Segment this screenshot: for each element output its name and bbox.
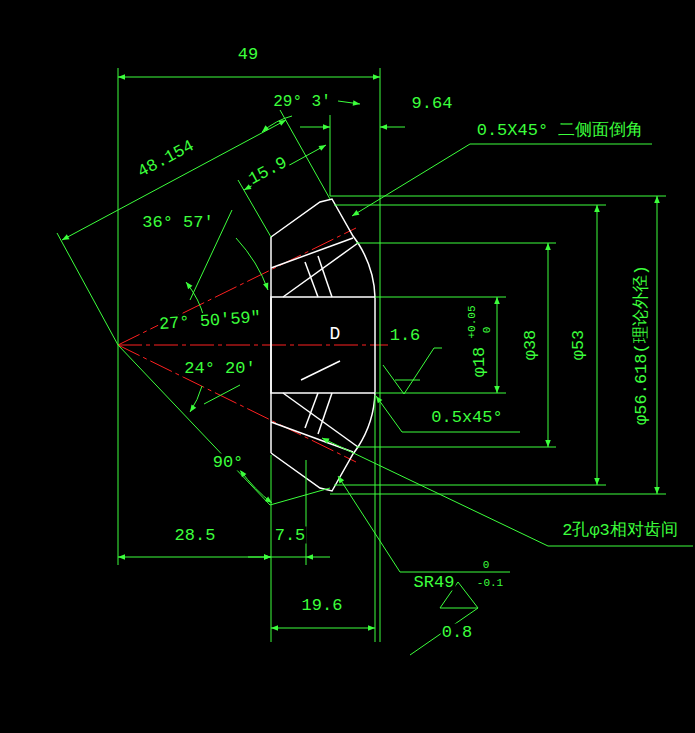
dimension-label: 24° 20′ — [183, 360, 256, 377]
dimension-label: 0 — [482, 326, 493, 335]
dimension-label: φ18 — [471, 346, 488, 379]
dimension-label: 19.6 — [301, 597, 344, 614]
dimension-label: 48.154 — [134, 137, 198, 182]
dimension-lines — [57, 68, 693, 655]
dimension-label: +0.05 — [467, 304, 478, 339]
dimension-label: 9.64 — [411, 95, 454, 112]
dimension-label: φ56.618(理论外径) — [633, 264, 650, 426]
dimension-label: 15.9 — [245, 153, 291, 188]
dimension-label: 90° — [212, 454, 245, 471]
center-lines — [118, 228, 388, 462]
dimension-label: 0.5x45° — [430, 409, 503, 426]
dimension-label: 0.8 — [441, 624, 474, 641]
dimension-label: 7.5 — [274, 527, 307, 544]
dimension-label: 27° 50′59″ — [158, 309, 263, 333]
dimension-label: 28.5 — [174, 527, 217, 544]
dimension-label: 36° 57′ — [141, 214, 214, 231]
dimension-label: 1.6 — [389, 327, 422, 344]
dimension-label: D — [329, 325, 342, 343]
dimension-label: φ53 — [570, 329, 587, 362]
dimension-label: SR49 — [413, 574, 456, 591]
dimension-label: 0 — [482, 560, 491, 571]
dimension-label: 49 — [237, 46, 259, 63]
dimension-label: -0.1 — [476, 578, 504, 589]
dimension-label: φ38 — [522, 329, 539, 362]
dimension-label: 29° 3′ — [272, 94, 332, 110]
dimension-label: 2孔φ3相对齿间 — [561, 522, 679, 539]
dimension-label: 0.5X45° 二侧面倒角 — [476, 122, 645, 139]
